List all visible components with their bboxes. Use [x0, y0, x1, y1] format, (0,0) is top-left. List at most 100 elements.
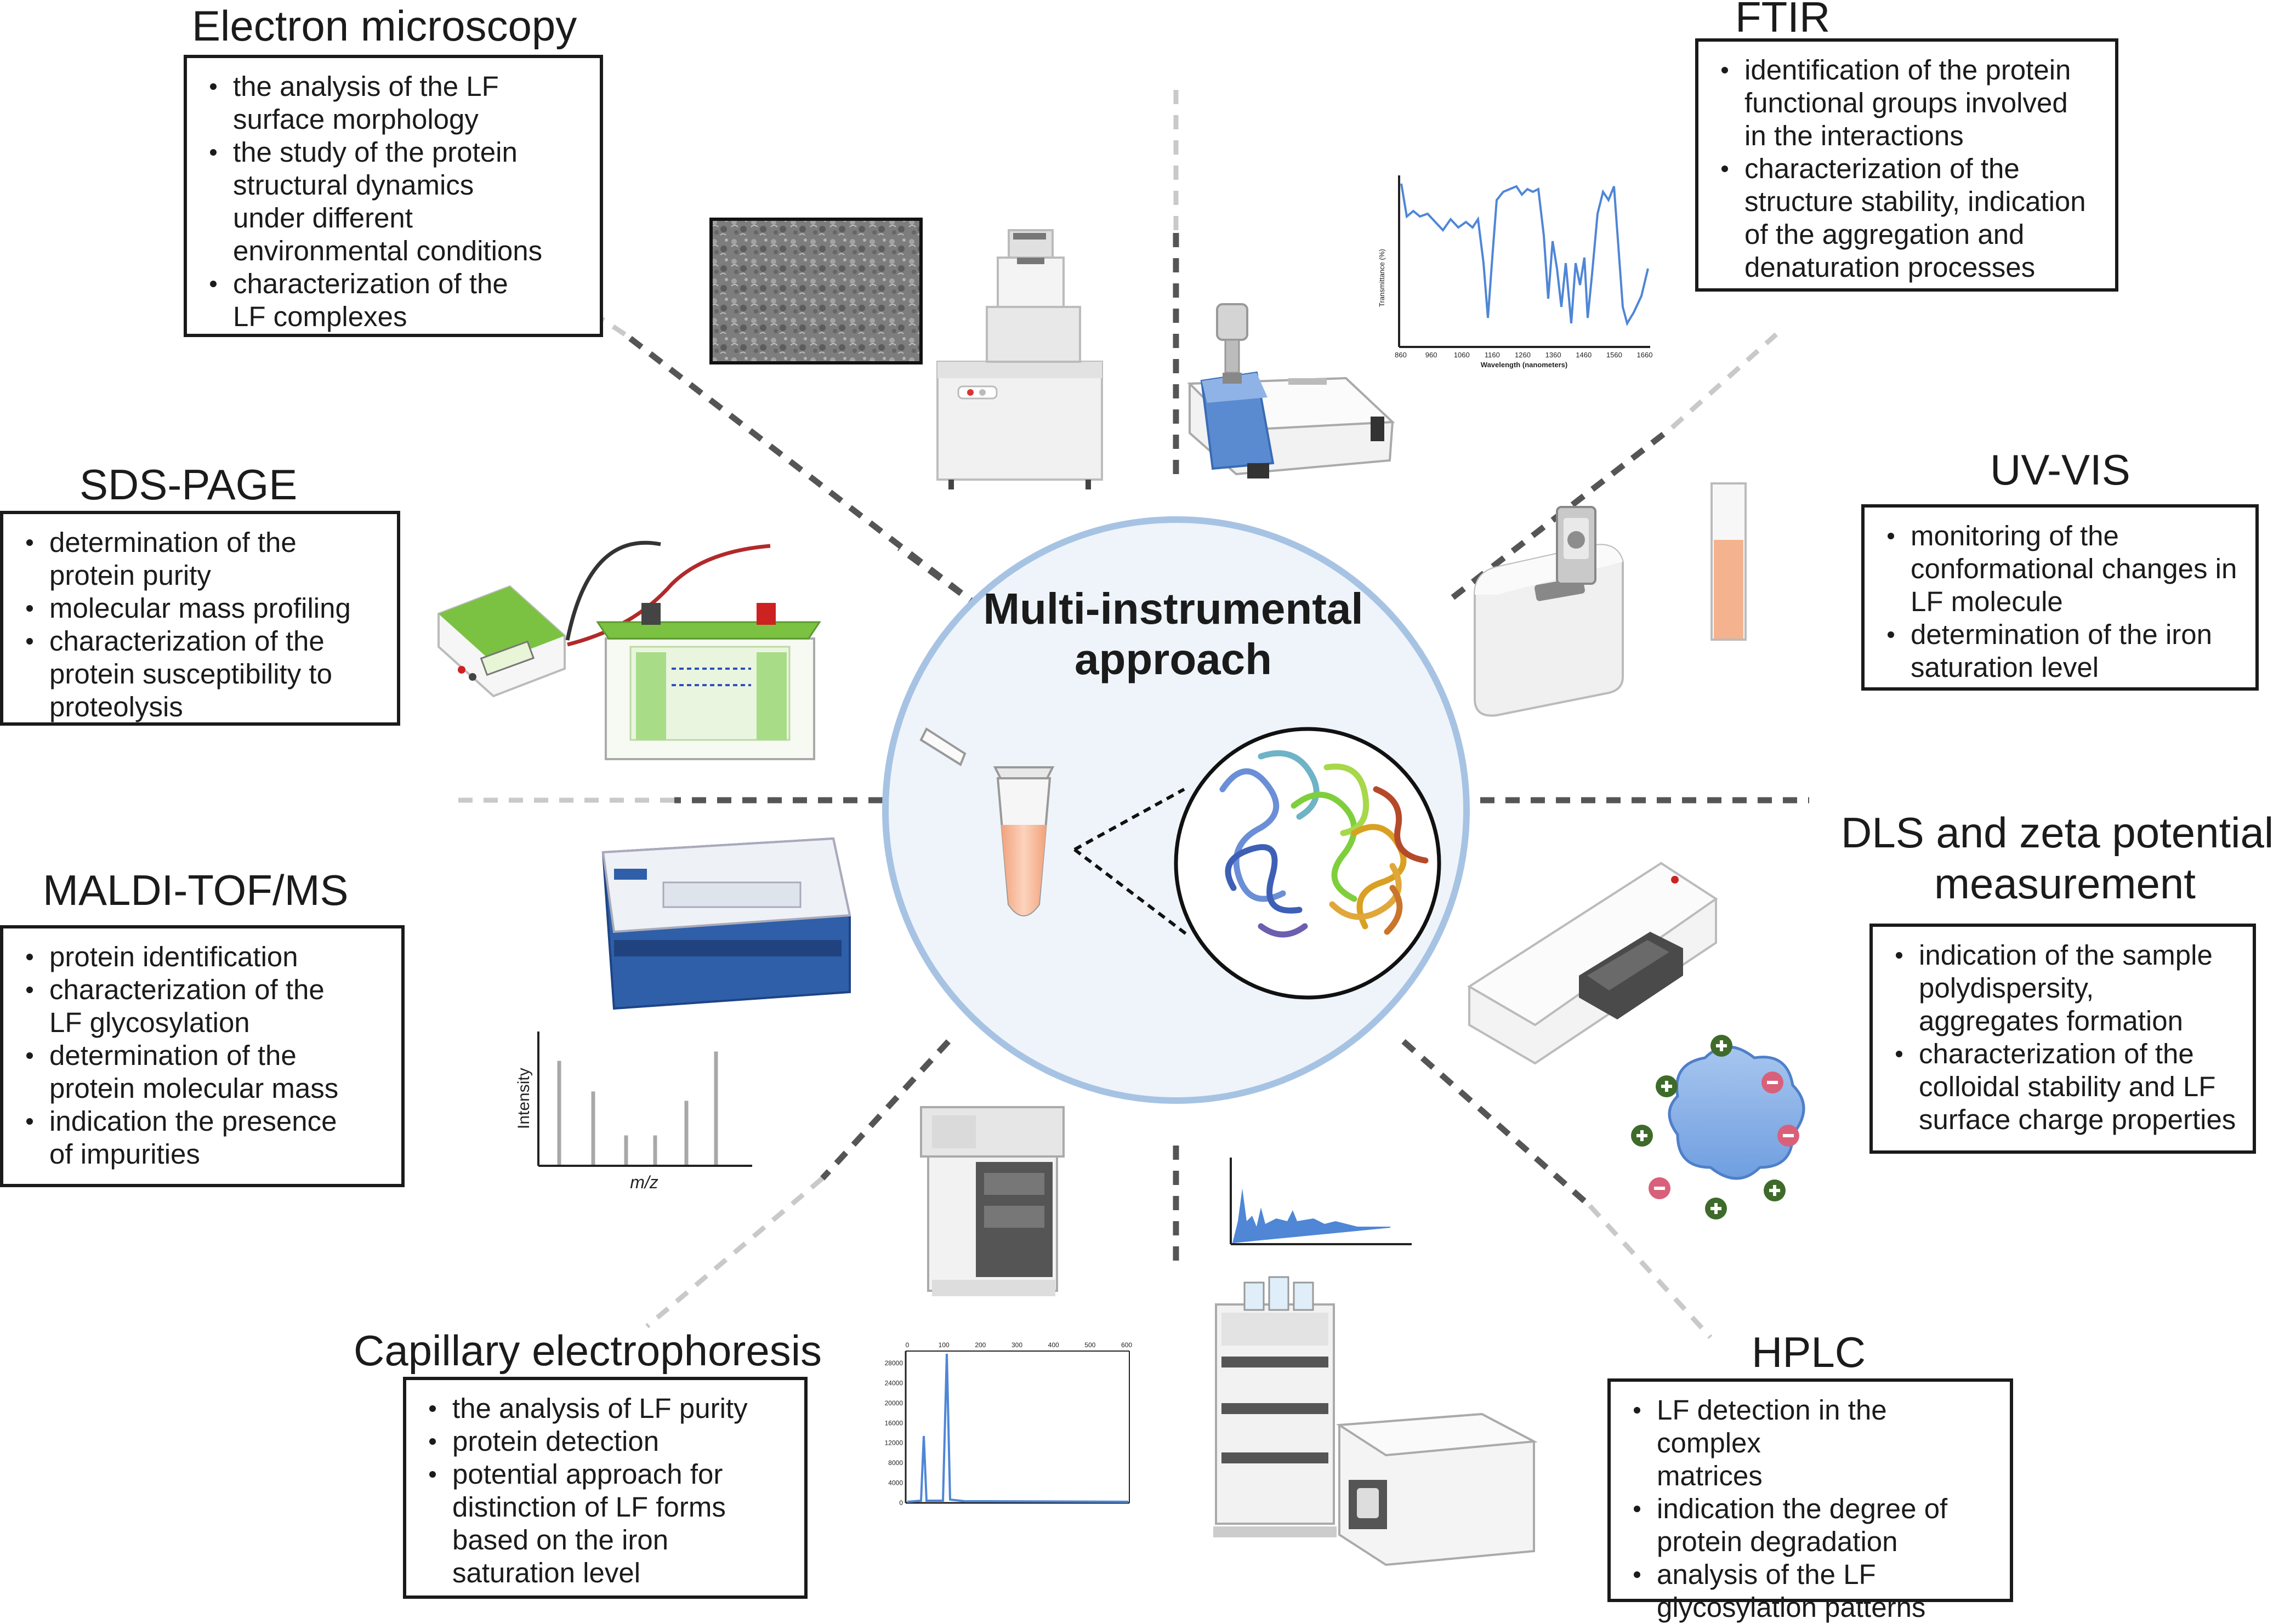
- bullet-line: functional groups involved: [1744, 87, 2068, 118]
- connector-hplc: [1401, 1039, 1592, 1209]
- tube-to-inset-lines: [1073, 788, 1188, 936]
- dls-instrument-icon: [1467, 862, 1718, 1065]
- sds-page-instrument-icon: [437, 540, 821, 760]
- bullet-line: determination of the iron: [1911, 619, 2212, 650]
- ce-y-tick-label: 4000: [888, 1479, 903, 1487]
- bullet-line: protein detection: [452, 1426, 660, 1457]
- bullet-line: characterization of the: [1744, 153, 2020, 184]
- ftir-x-tick-label: 860: [1395, 351, 1407, 359]
- ce-x-tick-label: 500: [1084, 1341, 1095, 1349]
- ce-x-tick-label: 100: [939, 1341, 950, 1349]
- bullet-item: molecular mass profiling: [26, 592, 383, 625]
- hplc-instrument-icon: [1213, 1276, 1538, 1566]
- uv-vis-instrument-icon: [1474, 506, 1624, 717]
- bullet-line: identification of the protein: [1744, 54, 2071, 86]
- connector-ce: [820, 1039, 951, 1181]
- ce-y-tick-label: 24000: [885, 1379, 903, 1387]
- bullet-line: monitoring of the: [1911, 520, 2119, 551]
- bullet-line: LF detection in the complex: [1657, 1394, 1887, 1458]
- ftir-x-tick-label: 1060: [1454, 351, 1470, 359]
- ftir-x-tick-label: 1260: [1515, 351, 1531, 359]
- ce-x-tick-label: 0: [906, 1341, 910, 1349]
- bullet-line: matrices: [1657, 1460, 1763, 1491]
- bullet-line: potential approach for: [452, 1458, 723, 1490]
- maldi-instrument-icon: [601, 837, 851, 1010]
- bullet-line: polydispersity,: [1919, 972, 2094, 1004]
- ce-y-tick-label: 8000: [888, 1459, 903, 1467]
- bullet-line: based on the iron: [452, 1524, 669, 1555]
- ce-y-tick-label: 0: [899, 1499, 903, 1507]
- bullet-line: determination of the: [49, 527, 297, 558]
- section-title-sds-page: SDS-PAGE: [79, 460, 298, 509]
- bullet-line: molecular mass profiling: [49, 592, 351, 624]
- bullet-line: proteolysis: [49, 691, 183, 722]
- ftir-x-tick-label: 1660: [1637, 351, 1653, 359]
- section-title-dls-line1: DLS and zeta potential: [1841, 808, 2274, 857]
- bullet-item: the analysis of LF purity: [429, 1392, 790, 1425]
- connector-electron-microscopy: [623, 332, 984, 611]
- ftir-x-tick-label: 960: [1425, 351, 1437, 359]
- ftir-xlabel: Wavelength (nanometers): [1481, 361, 1567, 369]
- connector-uv-vis-fade: [1670, 332, 1778, 430]
- bullet-line: distinction of LF forms: [452, 1491, 726, 1523]
- bullet-line: saturation level: [452, 1557, 641, 1588]
- sample-tube: [919, 727, 1055, 916]
- ftir-spectrum-line: [1400, 183, 1649, 327]
- bullet-line: analysis of the LF: [1657, 1559, 1876, 1590]
- bullet-line: indication of the sample: [1919, 939, 2213, 971]
- center-title-line1: Multi-instrumental: [983, 584, 1363, 633]
- bullet-line: glycosylation patterns: [1657, 1592, 1926, 1623]
- connector-hplc-fade: [1588, 1204, 1713, 1340]
- bullet-line: the analysis of LF purity: [452, 1393, 748, 1424]
- bullet-line: the analysis of the LF: [233, 71, 499, 102]
- section-title-hplc: HPLC: [1752, 1328, 1866, 1376]
- bullet-line: saturation level: [1911, 652, 2099, 683]
- bullet-line: in the interactions: [1744, 120, 1964, 151]
- protein-structure-inset: [1174, 727, 1441, 1000]
- bullet-line: protein susceptibility to: [49, 658, 332, 690]
- bullet-line: protein identification: [49, 941, 298, 972]
- bullet-line: characterization of the: [49, 625, 325, 657]
- ce-instrument-icon: [920, 1106, 1065, 1296]
- ftir-ylabel: Transmittance (%): [1378, 249, 1386, 307]
- maldi-peaks: [557, 1051, 718, 1165]
- section-title-electron-microscopy: Electron microscopy: [192, 2, 577, 50]
- bullet-line: LF complexes: [233, 301, 407, 332]
- bullet-line: LF molecule: [1911, 586, 2063, 617]
- bullet-line: aggregates formation: [1919, 1005, 2183, 1036]
- bullet-line: denaturation processes: [1744, 252, 2036, 283]
- bullet-line: protein molecular mass: [49, 1073, 339, 1104]
- ce-y-tick-label: 12000: [885, 1439, 903, 1447]
- ftir-x-tick-label: 1460: [1576, 351, 1592, 359]
- connector-ce-fade: [645, 1176, 824, 1329]
- section-title-maldi: MALDI-TOF/MS: [43, 866, 349, 914]
- ftir-x-tick-label: 1360: [1545, 351, 1561, 359]
- bullet-line: structural dynamics: [233, 169, 474, 201]
- cuvette-icon: [1710, 482, 1747, 641]
- bullet-line: of impurities: [49, 1138, 200, 1170]
- electron-microscope-icon: [936, 229, 1103, 489]
